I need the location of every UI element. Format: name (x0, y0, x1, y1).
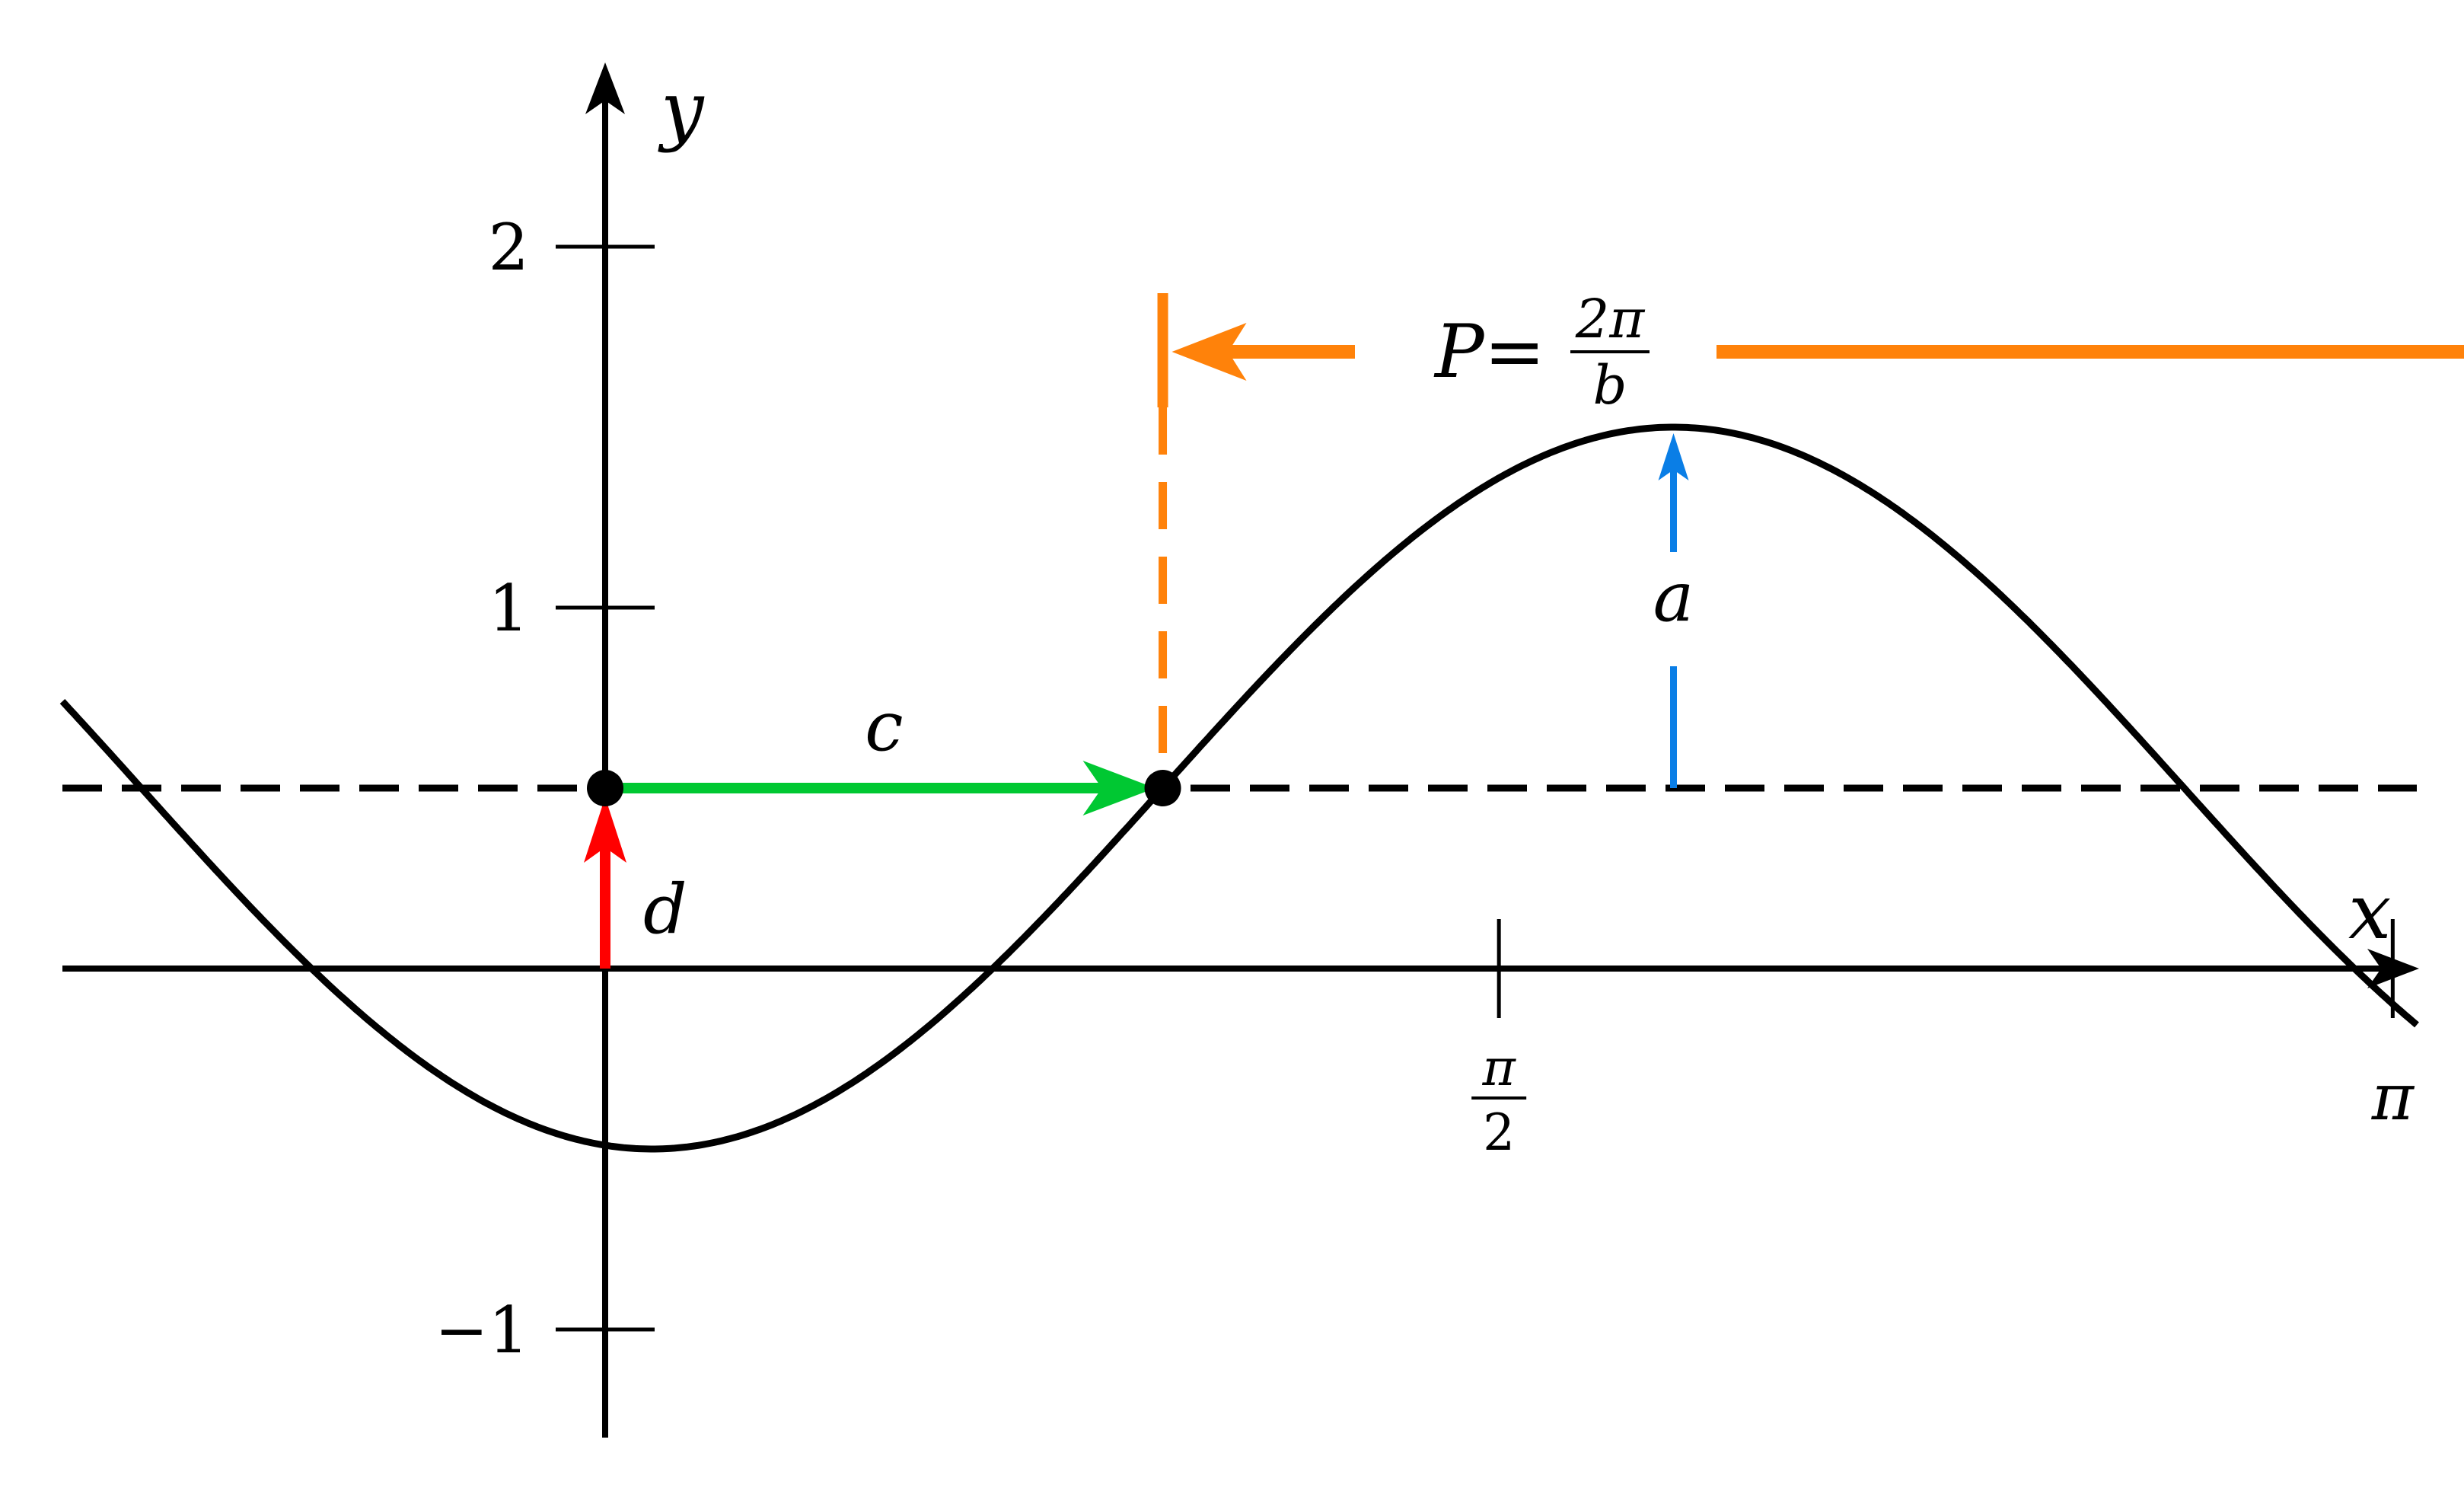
vertical-shift-label: d (643, 870, 687, 950)
x-ticks: π 2 π 3π 2 (1471, 919, 2415, 1162)
x-tick-label-pi: π (2371, 1060, 2415, 1135)
x-tick-label-pi-over-2-denominator: 2 (1483, 1103, 1515, 1162)
vertical-shift-arrowhead (584, 797, 626, 863)
period-label: P= (1433, 309, 1545, 394)
y-axis-label: y (658, 65, 705, 154)
amplitude-label: a (1653, 557, 1694, 637)
y-tick-label-neg1: −1 (435, 1293, 529, 1368)
y-tick-label-2: 2 (489, 210, 529, 285)
period-arrowhead-left (1171, 323, 1247, 381)
sine-curve (59, 423, 2419, 1153)
y-axis-arrowhead (585, 62, 625, 114)
x-tick-label-pi-over-2-numerator: π (1481, 1039, 1516, 1097)
period-fraction-numerator: 2π (1575, 288, 1646, 350)
phase-shift-arrowhead (1082, 761, 1155, 816)
period-fraction-denominator: b (1593, 354, 1627, 417)
x-axis-label: x (2348, 867, 2391, 956)
y-ticks: 2 1 −1 (435, 210, 655, 1368)
y-tick-label-1: 1 (489, 571, 529, 646)
phase-shift-label: c (865, 687, 903, 767)
amplitude-arrowhead (1658, 433, 1689, 480)
midline-point-origin (587, 770, 623, 806)
midline-point-period-start (1144, 770, 1181, 806)
